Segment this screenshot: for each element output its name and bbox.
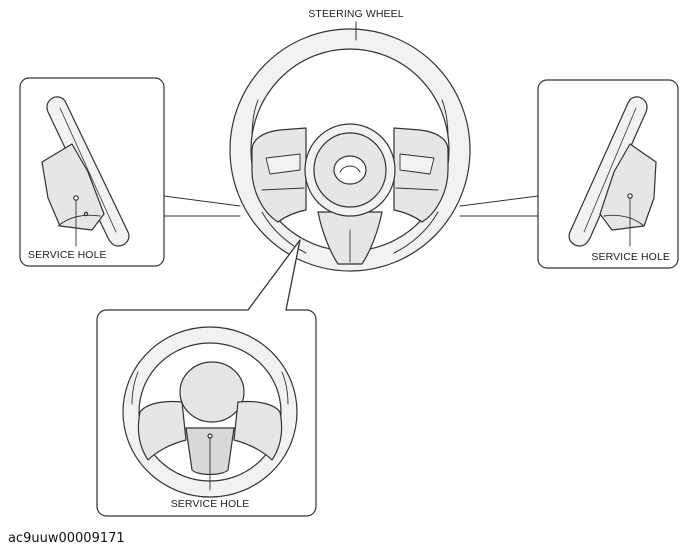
rim-grip-right: [441, 99, 449, 139]
right-rim-profile: [568, 96, 648, 247]
service-hole-label-right: SERVICE HOLE: [591, 251, 670, 263]
rim-grip-left: [251, 99, 259, 139]
steering-wheel-label: STEERING WHEEL: [308, 8, 403, 20]
rim-grip-bottom-right: [393, 211, 439, 254]
left-service-hole: [73, 195, 79, 201]
left-spoke-seam: [261, 187, 305, 191]
left-connector-upper: [163, 195, 241, 207]
small-right-spoke: [233, 400, 283, 461]
right-detail-box: [537, 79, 679, 269]
bottom-connector: [247, 239, 301, 311]
right-connector-upper: [459, 195, 539, 207]
small-rim-grip-right: [281, 371, 289, 405]
hub-emblem-mark: [339, 165, 361, 173]
left-cutaway-curve: [57, 214, 101, 227]
rim-grip-bottom-left: [261, 211, 307, 254]
left-rim-inner-line: [59, 107, 117, 233]
small-wheel-hub: [179, 361, 245, 423]
right-rim-inner-line: [583, 107, 637, 233]
small-rim-grip-left: [131, 371, 139, 405]
right-spoke: [393, 127, 449, 223]
left-spoke-cutaway: [41, 143, 105, 231]
right-spoke-cutaway: [599, 143, 657, 231]
small-left-spoke: [137, 400, 187, 461]
bottom-detail-box: [96, 239, 317, 517]
left-service-hole-ref: [83, 211, 89, 217]
left-spoke-buttons: [265, 153, 301, 175]
left-spoke: [251, 127, 307, 223]
hub-emblem: [333, 155, 367, 185]
right-service-hole: [627, 193, 633, 199]
right-cutaway-curve: [603, 214, 645, 227]
steering-wheel-diagram: STEERING WHEEL SERVICE HOLE SERVICE HOLE…: [19, 8, 679, 517]
service-hole-label-left: SERVICE HOLE: [28, 249, 107, 261]
main-steering-wheel: [229, 28, 471, 272]
figure-caption: ac9uuw00009171: [8, 531, 125, 546]
left-detail-box: [19, 77, 165, 267]
service-hole-label-bottom: SERVICE HOLE: [171, 498, 250, 510]
right-spoke-seam: [395, 187, 439, 191]
right-spoke-buttons: [399, 153, 435, 175]
bottom-service-hole: [207, 433, 213, 439]
